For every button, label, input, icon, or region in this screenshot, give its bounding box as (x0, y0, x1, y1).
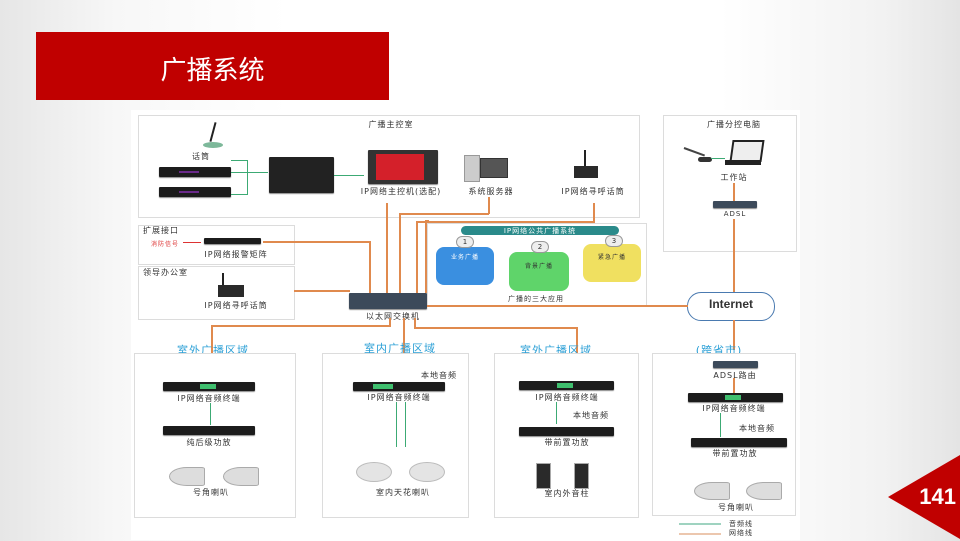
column-speaker-icon (536, 463, 551, 489)
slide-title-bar: 广播系统 (36, 32, 389, 100)
remote-pc-box (663, 115, 797, 252)
app-background-broadcast (509, 252, 569, 291)
ip-host-label: IP网络主控机(选配) (360, 187, 442, 196)
extension-box (138, 225, 295, 265)
microphone-icon (203, 122, 223, 150)
column-speaker-icon (574, 463, 589, 489)
amp-label: 带前置功放 (712, 449, 758, 458)
speaker-label: 室内外音柱 (544, 489, 590, 498)
ceiling-speaker-icon (356, 462, 392, 482)
legend: 音频线 网络线 (679, 519, 789, 541)
paging-microphone-icon (574, 150, 598, 180)
ethernet-switch (349, 293, 427, 309)
speaker-label: 号角喇叭 (718, 503, 754, 512)
local-audio-label: 本地音频 (421, 371, 457, 380)
public-system-caption: 广播的三大应用 (508, 295, 564, 303)
server-computer-icon (464, 155, 509, 183)
page-number-badge (888, 455, 960, 539)
legend-network-label: 网络线 (729, 529, 753, 537)
broadcast-system-diagram: 广播主控室 话筒 IP网络主控机(选配) 系统服务器 IP网络寻呼话筒 扩展接口… (131, 110, 800, 540)
amp-label: 带前置功放 (544, 438, 590, 447)
local-audio-label: 本地音频 (739, 424, 775, 433)
paging-mic-label: IP网络寻呼话筒 (561, 187, 625, 196)
public-system-banner (461, 226, 619, 235)
amp-label: 纯后级功放 (186, 438, 232, 447)
page-number: 141 (919, 484, 956, 509)
preamp-amplifier (691, 438, 787, 447)
horn-speaker-icon (223, 467, 259, 486)
server-label: 系统服务器 (468, 187, 514, 196)
audio-source-device (159, 167, 231, 177)
main-control-room-title: 广播主控室 (368, 120, 414, 129)
app-business-broadcast (436, 247, 494, 285)
alarm-matrix-label: IP网络报警矩阵 (204, 250, 268, 259)
app-number: 2 (531, 241, 549, 253)
speaker-label: 号角喇叭 (193, 488, 229, 497)
power-amplifier (163, 426, 255, 435)
zone-indoor-box (322, 353, 469, 518)
laptop-icon (725, 140, 765, 166)
preamp-amplifier (519, 427, 614, 436)
horn-speaker-icon (169, 467, 205, 486)
adsl-modem (713, 201, 757, 208)
zone-outdoor-box (134, 353, 296, 518)
audio-terminal (688, 393, 783, 402)
app-number: 1 (456, 236, 474, 248)
audio-mixer (269, 157, 334, 193)
microphone-label: 话筒 (192, 152, 210, 161)
app-label: 背景广播 (524, 263, 554, 270)
terminal-label: IP网络音频终端 (702, 404, 766, 413)
leader-office-title: 领导办公室 (143, 268, 188, 277)
terminal-label: IP网络音频终端 (177, 394, 241, 403)
audio-terminal (163, 382, 255, 391)
leader-office-box (138, 266, 295, 320)
audio-terminal (519, 381, 614, 390)
app-number: 3 (605, 235, 623, 247)
legend-network-line (679, 533, 721, 535)
audio-terminal (353, 382, 445, 391)
local-audio-label: 本地音频 (573, 411, 609, 420)
remote-pc-title: 广播分控电脑 (707, 120, 761, 129)
fire-signal-label: 消防信号 (151, 241, 180, 248)
ip-network-host (368, 150, 438, 184)
horn-speaker-icon (746, 482, 782, 500)
router-label: ADSL路由 (713, 371, 757, 380)
leader-paging-mic-label: IP网络寻呼话筒 (204, 301, 268, 310)
app-label: 业务广播 (450, 254, 480, 261)
adsl-router (713, 361, 758, 368)
terminal-label: IP网络音频终端 (535, 393, 599, 402)
legend-audio-line (679, 523, 721, 525)
ceiling-speaker-icon (409, 462, 445, 482)
legend-audio-label: 音频线 (729, 520, 753, 528)
internet-label: Internet (708, 297, 754, 311)
paging-microphone-icon (218, 273, 244, 299)
zone-title: 室内广播区域 (364, 342, 436, 355)
adsl-label: ADSL (723, 210, 747, 218)
internet-cloud-icon (687, 292, 775, 321)
workstation-label: 工作站 (720, 173, 748, 182)
desk-microphone-icon (683, 147, 714, 163)
alarm-matrix-device (204, 238, 261, 244)
app-label: 紧急广播 (597, 254, 627, 261)
speaker-label: 室内天花喇叭 (376, 488, 430, 497)
horn-speaker-icon (694, 482, 730, 500)
extension-title: 扩展接口 (143, 226, 179, 235)
app-emergency-broadcast (583, 244, 641, 282)
fire-signal-arrow-icon (183, 242, 201, 243)
audio-source-device (159, 187, 231, 197)
slide-title: 广播系统 (160, 56, 265, 86)
public-system-title: IP网络公共广播系统 (503, 227, 577, 235)
switch-label: 以太网交换机 (366, 312, 420, 321)
terminal-label: IP网络音频终端 (367, 393, 431, 402)
